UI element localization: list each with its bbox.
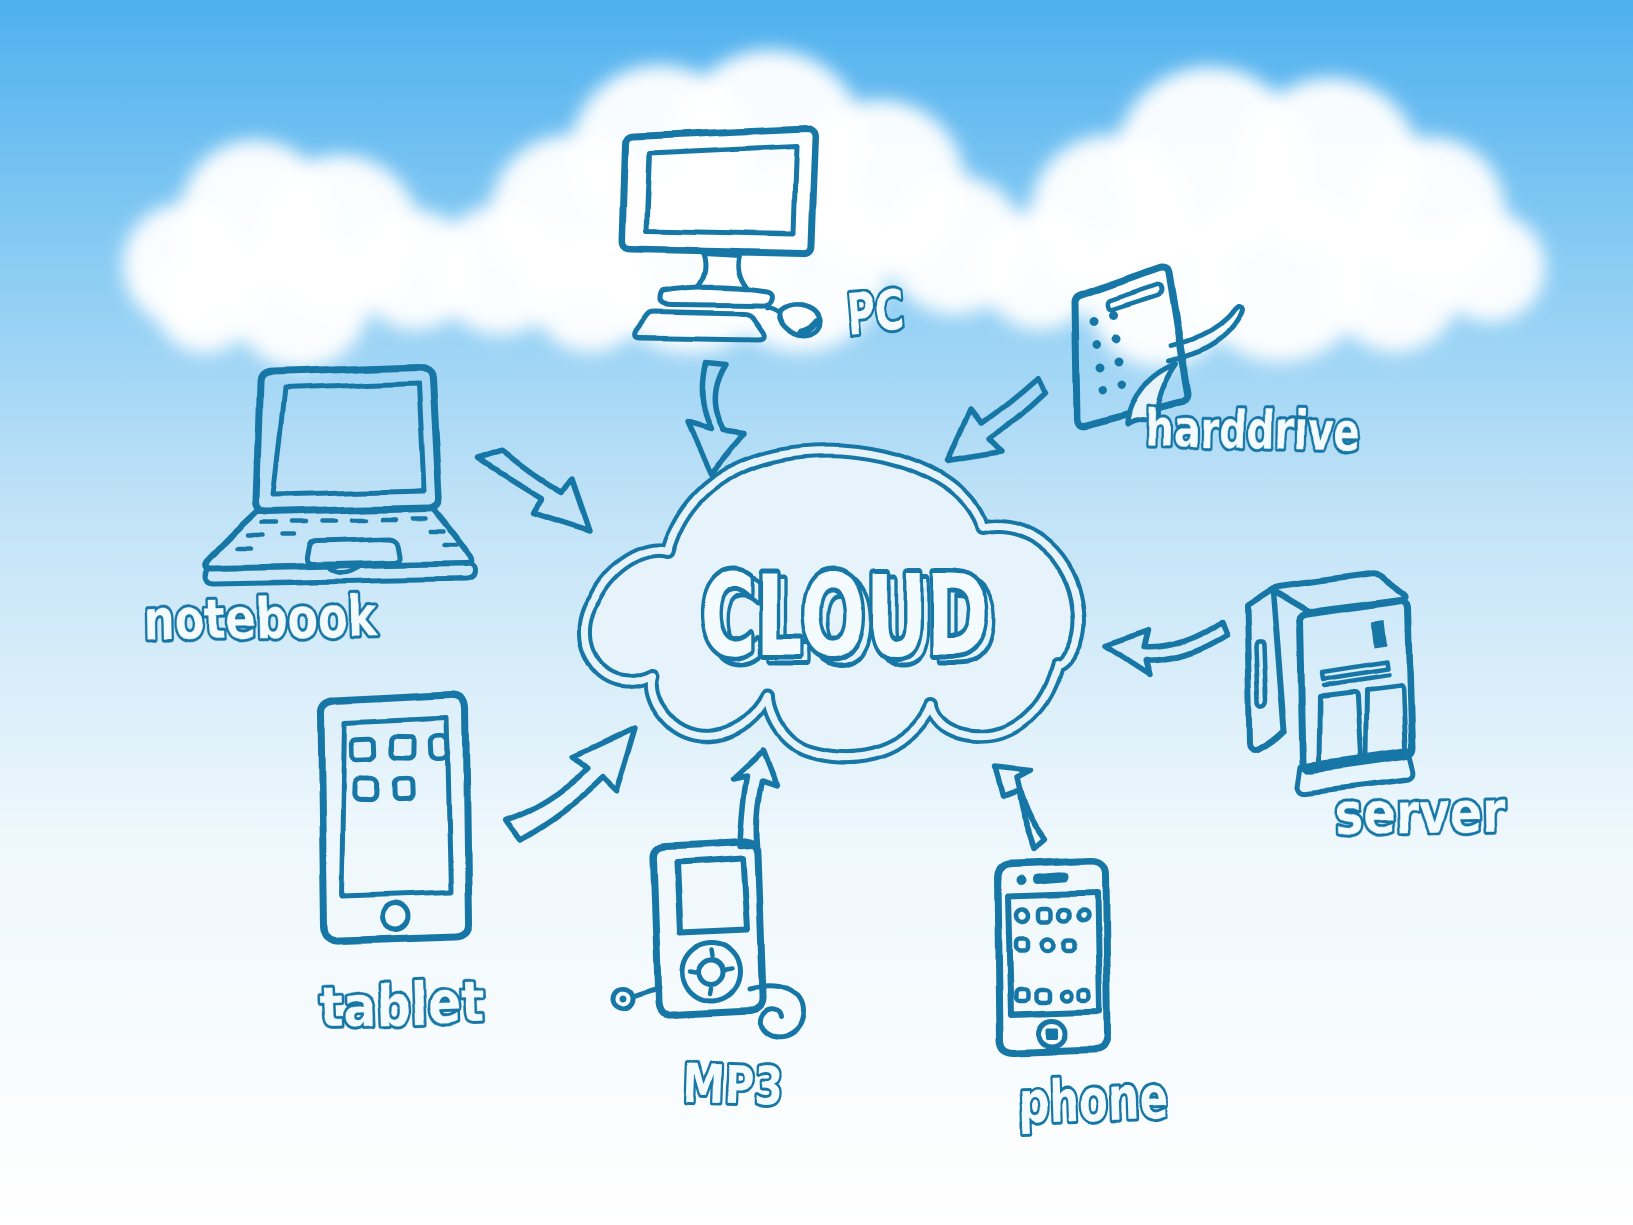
phone-app-icons bbox=[1013, 905, 1092, 1006]
mp3-wheel-center bbox=[697, 956, 727, 986]
background-cloud-left bbox=[123, 140, 475, 368]
center-cloud: CLOUD CLOUD bbox=[576, 442, 1087, 765]
doodle-layer: PC harddrive notebook bbox=[141, 124, 1509, 1140]
server-icon bbox=[1244, 570, 1416, 796]
notebook-front-edge bbox=[203, 561, 479, 587]
pc-monitor-base bbox=[658, 284, 774, 309]
cloud-word: CLOUD bbox=[700, 552, 990, 682]
cloud-shape-inner-line bbox=[580, 446, 1083, 761]
arrow-notebook-to-cloud bbox=[475, 448, 593, 534]
mp3-wheel-ticks bbox=[688, 946, 736, 996]
arrow-phone-to-cloud bbox=[991, 764, 1047, 853]
harddrive-body bbox=[1071, 264, 1192, 430]
arrow-pc-to-cloud bbox=[685, 360, 748, 477]
server-label: server bbox=[1334, 778, 1505, 849]
server-panel-left bbox=[1316, 689, 1363, 769]
phone-screen bbox=[1005, 890, 1103, 1018]
harddrive-led-dots bbox=[1089, 310, 1128, 395]
phone-label: phone bbox=[1017, 1063, 1169, 1136]
tablet-screen bbox=[339, 714, 454, 899]
background-cloud-right bbox=[980, 67, 1545, 367]
pc-mouse-tail bbox=[763, 305, 780, 315]
notebook-keys bbox=[234, 515, 460, 552]
harddrive-cable bbox=[1167, 302, 1245, 363]
tablet-app-icons bbox=[349, 732, 451, 803]
pc-monitor-screen bbox=[644, 143, 799, 237]
phone-home-button bbox=[1035, 1018, 1067, 1050]
notebook-label: notebook bbox=[144, 585, 378, 654]
server-power-notch bbox=[1371, 620, 1387, 648]
phone-body bbox=[994, 857, 1112, 1057]
mp3-earbud-cable-left bbox=[630, 985, 663, 1000]
arrow-server-to-cloud bbox=[1103, 619, 1230, 678]
phone-home-square bbox=[1045, 1028, 1057, 1040]
pc-mouse bbox=[776, 302, 822, 338]
server-vent-line bbox=[1321, 672, 1391, 688]
pc-mouse-band bbox=[796, 318, 820, 336]
pc-label: PC bbox=[844, 279, 907, 349]
pc-monitor-frame bbox=[619, 124, 819, 257]
notebook-front-notch bbox=[327, 565, 361, 576]
tablet-label: tablet bbox=[319, 968, 486, 1042]
arrow-harddrive-to-cloud bbox=[945, 375, 1048, 464]
arrow-mp3-to-cloud bbox=[730, 748, 780, 849]
mp3-earbud-cable-right bbox=[747, 983, 807, 1041]
server-vent-slot bbox=[1319, 659, 1390, 682]
server-base bbox=[1294, 748, 1416, 796]
tablet-home-button bbox=[379, 900, 411, 932]
tablet-icon bbox=[317, 690, 473, 944]
server-top-face bbox=[1271, 570, 1410, 615]
phone-icon bbox=[994, 857, 1112, 1057]
server-panel-right bbox=[1362, 683, 1408, 762]
harddrive-label: harddrive bbox=[1145, 399, 1361, 463]
tablet-body bbox=[317, 690, 473, 944]
harddrive-swoosh bbox=[1125, 360, 1180, 428]
pc-keyboard bbox=[632, 309, 767, 343]
notebook-icon bbox=[203, 363, 479, 587]
mp3-label: MP3 bbox=[682, 1052, 784, 1118]
mp3-screen bbox=[674, 855, 750, 935]
notebook-screen bbox=[270, 380, 427, 498]
phone-camera-dot bbox=[1016, 875, 1026, 885]
server-side-slot bbox=[1253, 639, 1269, 709]
server-side-face bbox=[1244, 585, 1287, 753]
mp3-earbud-center bbox=[619, 995, 627, 1003]
cloud-word-shadow: CLOUD bbox=[707, 558, 997, 688]
phone-speaker bbox=[1033, 872, 1069, 884]
arrow-tablet-to-cloud bbox=[503, 725, 638, 842]
harddrive-icon bbox=[1071, 264, 1245, 430]
harddrive-slot bbox=[1105, 282, 1165, 312]
server-front-face bbox=[1296, 597, 1416, 774]
mp3-click-wheel bbox=[680, 939, 744, 1003]
pc-icon bbox=[619, 124, 822, 343]
